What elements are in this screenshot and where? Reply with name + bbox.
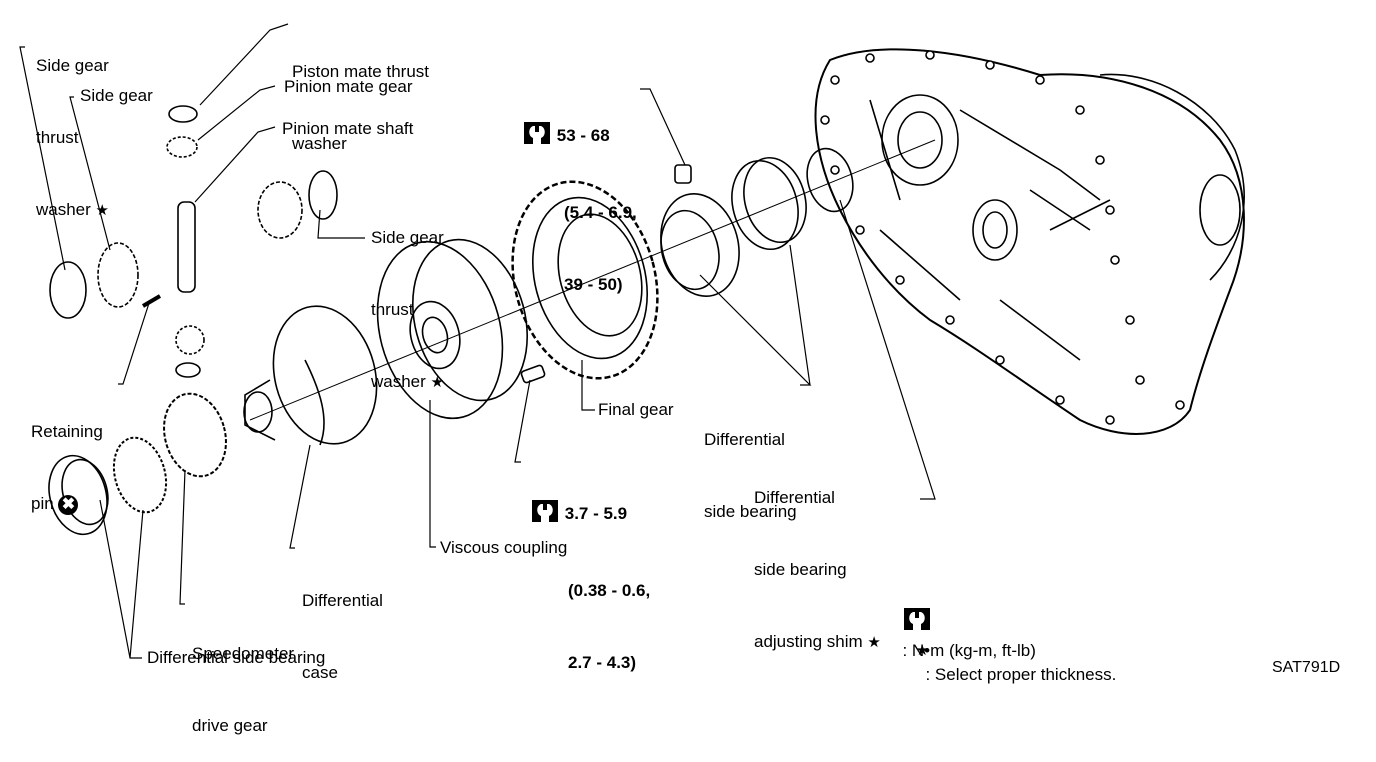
pinion-mate-thrust-washer-part	[168, 105, 198, 123]
label-line: washer	[36, 200, 91, 219]
label-line: thrust	[36, 128, 79, 147]
torque-spec-final-gear-bolt: 53 - 68 (5.4 - 6.9, 39 - 50)	[522, 72, 637, 321]
torque-value: (5.4 - 6.9,	[564, 203, 637, 222]
label-line: Differential	[704, 430, 785, 449]
torque-value: 39 - 50)	[564, 275, 623, 294]
label-piston-mate-thrust-washer: Piston mate thrust washer	[292, 12, 429, 180]
side-gear-thrust-washer-left-part	[49, 261, 87, 319]
pinion-mate-gear-lower-part	[175, 325, 205, 355]
pinion-mate-gear-part	[166, 136, 198, 158]
label-line: Retaining	[31, 422, 103, 441]
label-side-gear-thrust-washer-left: Side gear thrust washer ★	[36, 6, 109, 247]
side-bearing-right	[660, 193, 740, 297]
star-icon: ★	[95, 202, 109, 219]
torque-wrench-icon	[530, 498, 560, 531]
label-line: Side gear	[36, 56, 109, 75]
label-pinion-mate-shaft: Pinion mate shaft	[282, 119, 414, 138]
label-line: Differential	[754, 488, 835, 507]
label-line: washer	[371, 372, 426, 391]
exploded-differential-diagram	[19, 23, 1245, 659]
torque-wrench-icon	[902, 606, 932, 639]
pinion-mate-washer-lower-part	[175, 362, 201, 378]
label-final-gear: Final gear	[598, 400, 674, 419]
label-pinion-mate-gear: Pinion mate gear	[284, 77, 413, 96]
viscous-coupling-bolt	[520, 364, 546, 384]
speedometer-drive-gear	[163, 392, 227, 478]
side-gear-right-part	[257, 181, 303, 239]
differential-case	[243, 305, 378, 446]
label-line: case	[302, 663, 338, 682]
torque-value: 53 - 68	[556, 125, 610, 145]
label-line: Piston mate thrust	[292, 62, 430, 81]
torque-wrench-icon	[522, 120, 552, 153]
label-line: side bearing	[704, 502, 797, 521]
side-bearing-left	[112, 436, 168, 514]
legend-star-note: ★ : Select proper thickness.	[906, 614, 1116, 687]
star-icon: ★	[915, 642, 929, 659]
label-line: drive gear	[192, 716, 268, 735]
side-bearing-race-right	[731, 156, 807, 251]
final-gear-bolt	[674, 164, 692, 184]
label-side-gear-thrust-washer-right: Side gear thrust washer ★	[371, 178, 444, 419]
figure-id: SAT791D	[1272, 659, 1341, 676]
label-speedometer-drive-gear: Speedometer drive gear	[192, 594, 294, 762]
viscous-coupling	[376, 238, 529, 420]
torque-value: 3.7 - 5.9	[564, 503, 628, 523]
star-icon: ★	[867, 634, 881, 651]
label-line: Side gear	[371, 228, 444, 247]
star-icon: ★	[430, 374, 444, 391]
label-line: Speedometer	[192, 644, 295, 663]
legend-torque-units: : N•m (kg-m, ft-lb)	[893, 582, 1036, 663]
torque-spec-viscous-coupling-bolt: 3.7 - 5.9 (0.38 - 0.6, 2.7 - 4.3)	[530, 450, 650, 699]
label-line: Differential	[302, 591, 383, 610]
transaxle-housing	[814, 48, 1245, 435]
label-line: pin	[31, 494, 54, 513]
legend-text: : N•m (kg-m, ft-lb)	[902, 641, 1036, 660]
label-differential-side-bearing-left: Differential side bearing	[147, 648, 326, 667]
label-side-gear: Side gear	[80, 86, 153, 105]
leader-lines	[19, 23, 936, 659]
label-differential-case: Differential case	[302, 541, 383, 709]
pinion-mate-shaft-part	[177, 201, 196, 293]
label-viscous-coupling: Viscous coupling	[440, 538, 568, 557]
label-differential-side-bearing-right: Differential side bearing	[704, 380, 797, 548]
label-line: adjusting shim	[754, 632, 863, 651]
adjusting-shim	[806, 147, 854, 213]
side-gear-thrust-washer-right-part	[308, 170, 338, 220]
do-not-reuse-icon: ✖	[58, 494, 79, 515]
label-line: washer	[292, 134, 347, 153]
label-retaining-pin: Retaining pin ✖	[31, 372, 103, 540]
retaining-pin-part	[141, 294, 162, 308]
assembly-axis	[249, 139, 936, 421]
label-line: thrust	[371, 300, 414, 319]
legend-text: : Select proper thickness.	[925, 665, 1117, 684]
label-line: side bearing	[754, 560, 847, 579]
torque-value: 2.7 - 4.3)	[568, 653, 637, 672]
side-gear-left-part	[97, 242, 139, 308]
torque-value: (0.38 - 0.6,	[568, 581, 651, 600]
label-diff-side-bearing-adjusting-shim: Differential side bearing adjusting shim…	[754, 438, 881, 679]
final-gear	[511, 180, 659, 380]
